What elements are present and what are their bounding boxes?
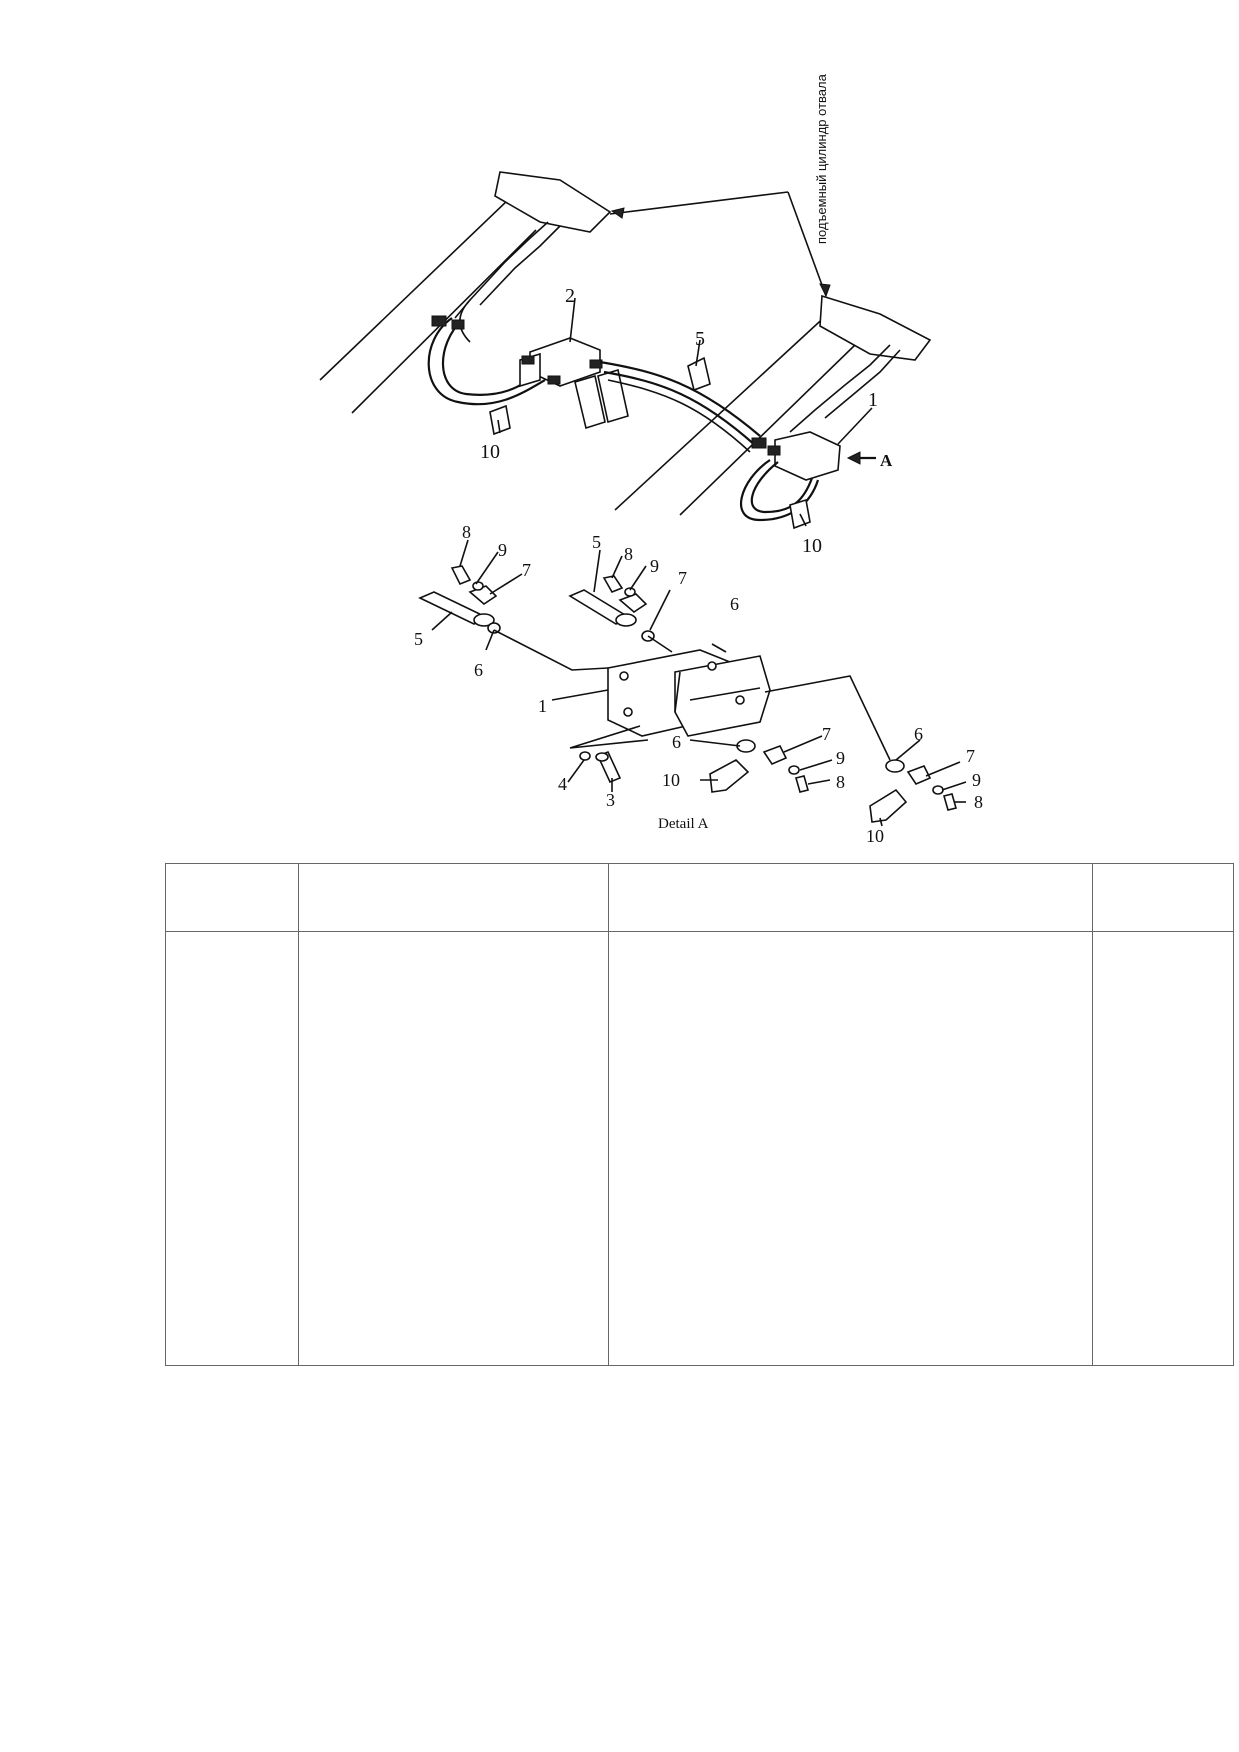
callout-number: 8 <box>836 772 845 792</box>
callout-number: 9 <box>836 748 845 768</box>
callout-number: 7 <box>822 724 831 744</box>
callout-number: 8 <box>462 522 471 542</box>
detail-a-view: 8 9 7 5 6 5 8 9 7 6 1 6 7 9 8 10 4 3 6 7… <box>414 522 983 846</box>
table-cell <box>1092 931 1234 1366</box>
parts-table <box>165 863 1234 1366</box>
callout-number: 10 <box>866 826 884 846</box>
detail-caption: Detail A <box>658 816 709 832</box>
callout-number: 8 <box>624 544 633 564</box>
callout-number: 9 <box>650 556 659 576</box>
table-row <box>165 931 1234 1366</box>
callout-number: 6 <box>730 594 739 614</box>
cylinder-annotation: подъемный цилиндр отвала <box>814 73 829 244</box>
callout-number: 4 <box>558 774 567 794</box>
overview-view: A 2 5 1 10 10 подъемный цилиндр отвала <box>319 73 932 557</box>
table-cell <box>608 931 1093 1366</box>
callout-number: 5 <box>592 532 601 552</box>
callout-number: 6 <box>914 724 923 744</box>
callout-number: 6 <box>474 660 483 680</box>
table-cell <box>298 931 609 1366</box>
table-header-cell <box>608 863 1093 932</box>
callout-number: 9 <box>972 770 981 790</box>
table-header-cell <box>298 863 609 932</box>
table-cell <box>165 931 299 1366</box>
callout-number: 6 <box>672 732 681 752</box>
left-cylinder-mount <box>494 171 612 233</box>
callout-number: 7 <box>522 560 531 580</box>
right-manifold <box>774 431 841 481</box>
callout-number: 8 <box>974 792 983 812</box>
hydraulic-assembly-diagram: A 2 5 1 10 10 подъемный цилиндр отвала <box>319 73 983 846</box>
callout-number: 2 <box>565 285 575 307</box>
callout-number: 9 <box>498 540 507 560</box>
right-cylinder-mount <box>819 294 932 361</box>
callout-number: 10 <box>802 535 822 557</box>
callout-number: 1 <box>868 389 878 411</box>
callout-number: 10 <box>662 770 680 790</box>
callout-number: 7 <box>678 568 687 588</box>
callout-number: 3 <box>606 790 615 810</box>
callout-number: 5 <box>414 629 423 649</box>
callout-number: 7 <box>966 746 975 766</box>
table-header-cell <box>165 863 299 932</box>
table-header-cell <box>1092 863 1234 932</box>
callout-number: 1 <box>538 696 547 716</box>
view-arrow-label: A <box>880 451 893 470</box>
callout-number: 10 <box>480 441 500 463</box>
callout-number: 5 <box>695 328 705 350</box>
table-header-row <box>165 863 1234 932</box>
